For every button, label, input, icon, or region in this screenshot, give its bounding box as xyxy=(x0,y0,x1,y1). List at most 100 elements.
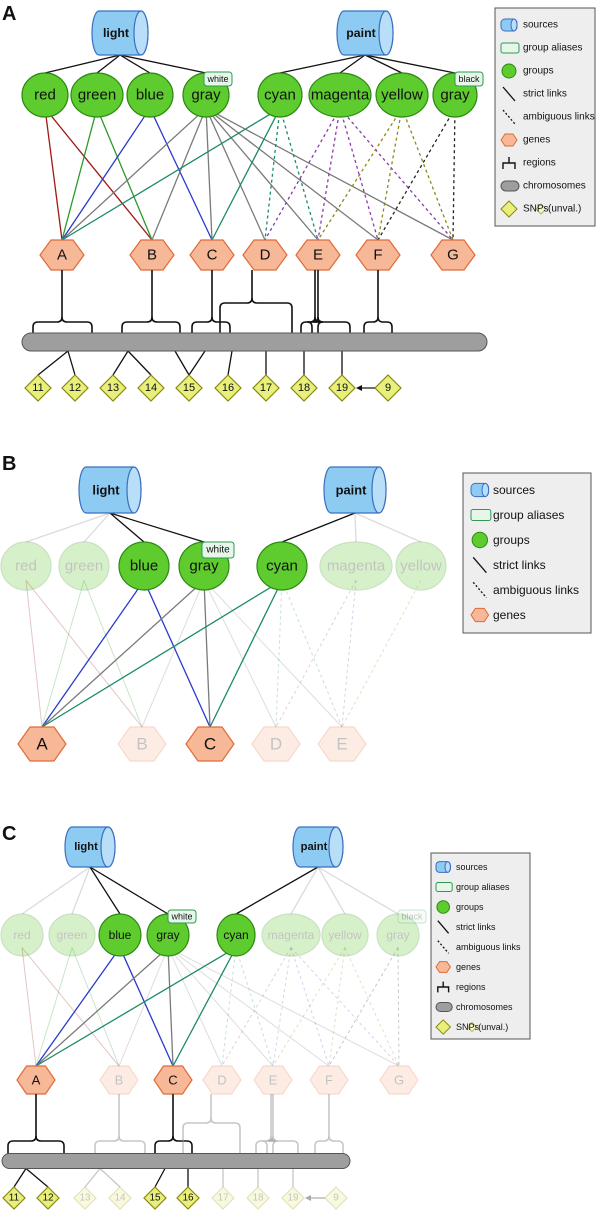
snp-node: 11 xyxy=(2,1186,26,1210)
group-label: red xyxy=(15,558,37,575)
group-node: red xyxy=(0,913,44,957)
group-ellipse xyxy=(257,72,303,118)
snp-link xyxy=(112,350,129,376)
legend-label-groups: groups xyxy=(456,902,484,912)
snp-diamond xyxy=(211,1186,235,1210)
snp-link xyxy=(174,350,190,376)
group-ellipse xyxy=(308,72,372,118)
snp-label: 16 xyxy=(182,1193,194,1204)
snp-node: 13 xyxy=(73,1186,97,1210)
snp-diamond xyxy=(175,374,203,402)
strict-link xyxy=(89,866,121,915)
group-ellipse xyxy=(319,541,393,591)
legend-alias-icon xyxy=(435,882,453,892)
region-right xyxy=(151,316,181,340)
alias-rect xyxy=(397,909,427,924)
strict-link xyxy=(35,947,121,1067)
snp-link xyxy=(127,350,152,376)
legend-label-strict_links: strict links xyxy=(456,922,496,932)
source-cylinder: light xyxy=(64,826,116,868)
strict-link xyxy=(203,580,277,728)
strict-link xyxy=(118,947,169,1067)
snp-label: 15 xyxy=(183,382,195,394)
gene-node: E xyxy=(253,1065,293,1095)
strict-link xyxy=(354,512,357,543)
strict-link xyxy=(167,947,174,1067)
snp-label: 11 xyxy=(32,382,43,394)
gene-label: A xyxy=(36,735,48,754)
region-right xyxy=(118,1135,146,1159)
strict-link xyxy=(205,107,266,241)
legend-label-genes: genes xyxy=(523,135,550,146)
region-bracket xyxy=(219,270,293,340)
gene-node: G xyxy=(379,1065,419,1095)
strict-link xyxy=(364,54,403,74)
source-label: paint xyxy=(336,483,367,498)
legend-label-group_aliases: group aliases xyxy=(493,508,564,522)
gene-hexagon xyxy=(379,1065,419,1095)
region-bracket xyxy=(154,1094,193,1159)
ambiguous-link xyxy=(235,947,274,1067)
snp-node: 12 xyxy=(36,1186,60,1210)
gene-hexagon xyxy=(202,1065,242,1095)
legend-unval-icon xyxy=(535,203,547,215)
region-left xyxy=(363,270,379,340)
strict-link xyxy=(172,947,237,1067)
legend-source-icon-end xyxy=(510,18,518,32)
strict-link xyxy=(89,866,169,915)
ambiguous-link xyxy=(401,107,454,241)
strict-link xyxy=(41,579,283,728)
legend-chromosome-icon xyxy=(500,180,520,192)
strict-link xyxy=(41,580,85,728)
gene-hexagon xyxy=(153,1065,193,1095)
strict-link xyxy=(209,580,283,728)
group-label: yellow xyxy=(400,558,442,575)
group-ellipse xyxy=(321,913,369,957)
snp-diamond xyxy=(328,374,356,402)
region-left xyxy=(121,270,153,340)
group-label: cyan xyxy=(264,87,296,104)
ambiguous-link xyxy=(341,580,357,728)
region-right xyxy=(210,1117,241,1159)
strict-link xyxy=(205,107,319,241)
source-cylinder: paint xyxy=(292,826,344,868)
snp-node: 14 xyxy=(137,374,165,402)
group-node: blue xyxy=(118,541,170,591)
snp-diamond xyxy=(99,374,127,402)
legend-label-groups: groups xyxy=(493,533,530,547)
group-label: red xyxy=(13,928,30,942)
gene-node: B xyxy=(99,1065,139,1095)
strict-link xyxy=(281,512,356,543)
region-right xyxy=(377,316,393,340)
snp-label: 12 xyxy=(69,382,81,394)
strict-link xyxy=(119,54,151,74)
region-right xyxy=(172,1135,193,1159)
group-node: magenta xyxy=(319,541,393,591)
strict-link xyxy=(205,108,213,241)
legend-ambiguous-icon xyxy=(472,581,487,599)
gene-label: F xyxy=(373,247,382,264)
strict-link xyxy=(35,947,237,1067)
alias-rect xyxy=(454,71,484,87)
source-label: light xyxy=(103,26,129,40)
ambiguous-link xyxy=(377,107,456,241)
snp-label: 9 xyxy=(385,382,391,394)
gene-node: B xyxy=(117,726,167,762)
region-left xyxy=(300,270,316,340)
legend-region-icon xyxy=(502,157,516,169)
ambiguous-link xyxy=(221,947,237,1067)
group-label: cyan xyxy=(223,928,248,942)
strict-link xyxy=(35,947,73,1067)
source-cylinder: paint xyxy=(336,10,394,56)
gene-node: A xyxy=(17,726,67,762)
legend-ambiguous-icon xyxy=(437,940,450,954)
ambiguous-link xyxy=(275,580,283,728)
snp-link xyxy=(25,1168,49,1188)
legend-label-groups: groups xyxy=(523,66,554,77)
legend-unval-label: (unval.) xyxy=(478,1022,508,1032)
region-bracket xyxy=(300,270,321,340)
region-left xyxy=(267,1094,279,1159)
strict-link xyxy=(119,947,174,1067)
snp-label: 19 xyxy=(336,382,348,394)
